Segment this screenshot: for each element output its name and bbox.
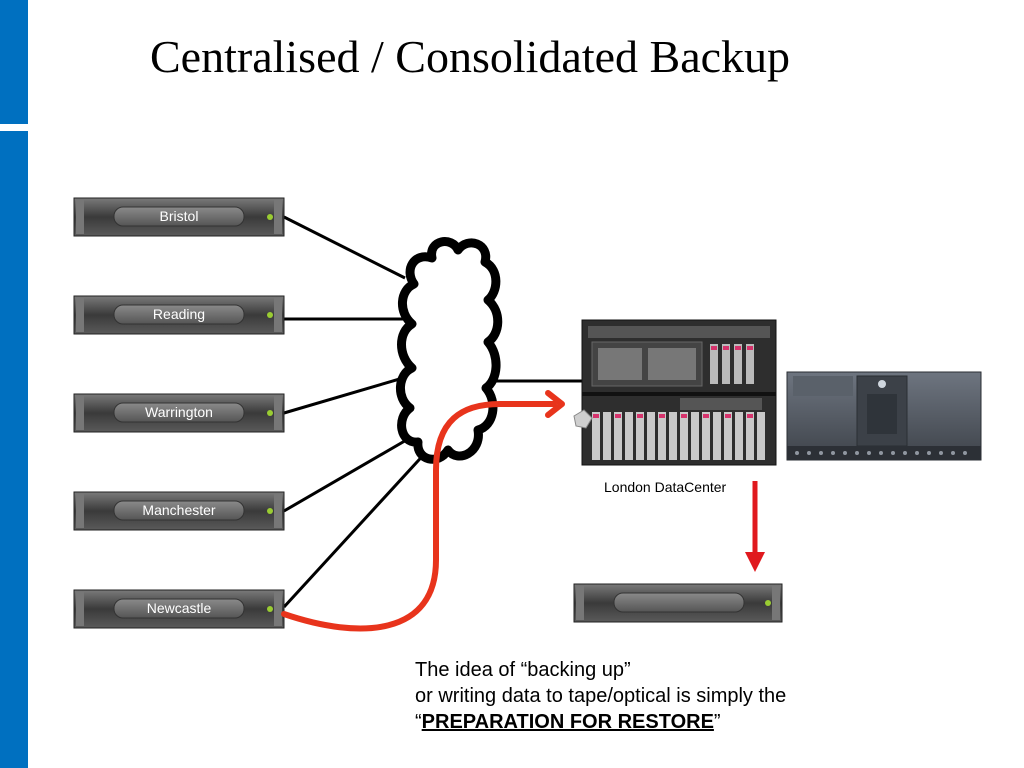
blade-enclosure-icon [573, 319, 777, 466]
site-server-graphics [73, 197, 285, 629]
rack-server-icon [73, 295, 285, 335]
backup-arrowhead [745, 552, 765, 572]
restore-path-arrow [281, 401, 557, 632]
link-newcastle [282, 448, 430, 609]
rack-server-icon [73, 491, 285, 531]
restore-arrowhead [545, 390, 565, 418]
note-quote-open: “ [415, 711, 422, 733]
site-server-newcastle: Newcastle [74, 590, 284, 628]
site-label: Bristol [159, 208, 199, 224]
accent-bar-bottom [0, 131, 28, 768]
slide-title: Centralised / Consolidated Backup [150, 31, 791, 82]
site-server-manchester: Manchester [74, 492, 284, 530]
note-line-3: “PREPARATION FOR RESTORE” [415, 709, 786, 735]
note-emphasis: PREPARATION FOR RESTORE [421, 711, 714, 733]
site-label: Manchester [142, 502, 216, 518]
rack-server-icon [73, 197, 285, 237]
note-line-2: or writing data to tape/optical is simpl… [415, 685, 787, 707]
link-bristol [283, 215, 406, 280]
site-label: Newcastle [146, 600, 212, 616]
site-server-reading: Reading [74, 296, 284, 334]
site-links [282, 215, 586, 609]
note-line-1: The idea of “backing up” [415, 659, 631, 681]
site-server-warrington: Warrington [74, 394, 284, 432]
rack-server-icon [73, 589, 285, 629]
rack-server-icon [73, 393, 285, 433]
restore-server-icon [573, 583, 783, 623]
restore-note: The idea of “backing up” or writing data… [415, 657, 786, 735]
link-manchester [283, 433, 416, 513]
site-label: Reading [152, 306, 206, 322]
accent-bar-top [0, 0, 28, 124]
note-quote-close: ” [713, 711, 721, 733]
tape-library-icon [786, 371, 982, 461]
datacenter-label: London DataCenter [604, 479, 727, 495]
site-label: Warrington [145, 404, 213, 420]
site-server-bristol: Bristol [74, 198, 284, 236]
link-warrington [283, 376, 404, 415]
